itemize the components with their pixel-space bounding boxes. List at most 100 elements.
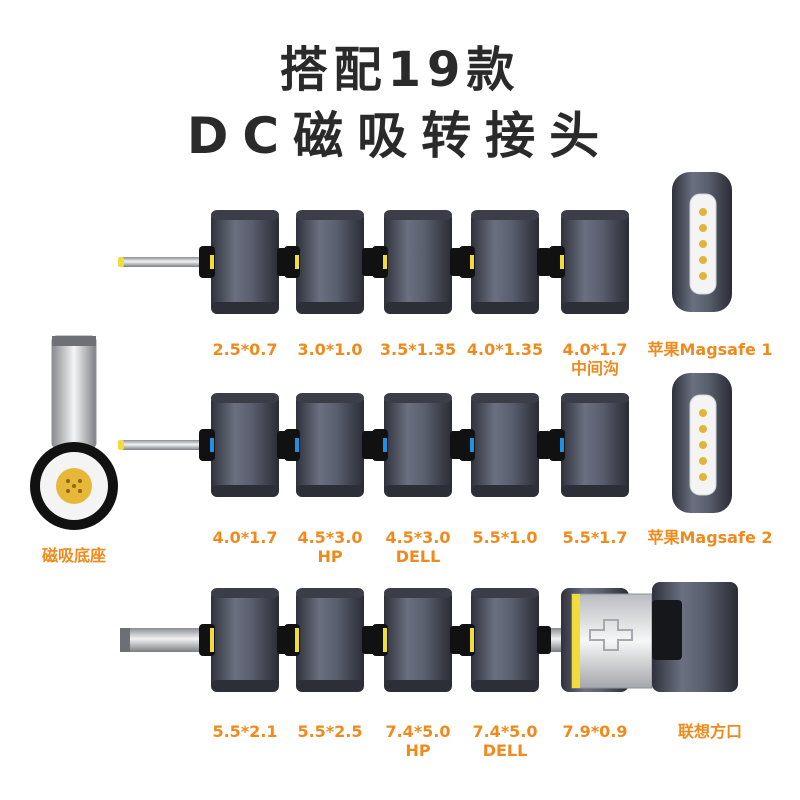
adapter-connector <box>537 431 551 459</box>
tip-brand: HP <box>317 547 343 566</box>
tip-size-label: 5.5*2.5 <box>280 722 380 741</box>
dc-adapter-tip <box>284 393 376 497</box>
dc-adapter-tip <box>284 588 376 692</box>
adapter-collar <box>372 246 388 278</box>
tip-size: 7.4*5.0 <box>472 722 538 741</box>
dc-adapter-tip <box>549 210 629 314</box>
magsafe-pin <box>699 425 707 433</box>
adapter-collar <box>372 429 388 461</box>
dc-pin-tip <box>120 628 130 652</box>
tip-size: 5.5*1.0 <box>472 528 538 547</box>
adapter-bottom-edge <box>561 302 629 314</box>
adapter-bottom-edge <box>384 485 452 497</box>
adapter-collar <box>549 429 565 461</box>
title-line-1: 搭配19款 <box>279 42 521 98</box>
base-contact-dot <box>78 489 82 493</box>
dc-adapter-tip <box>372 393 464 497</box>
magsafe-pin <box>699 409 707 417</box>
adapter-ring <box>560 438 564 452</box>
magsafe-pin <box>699 441 707 449</box>
dc-pin-tip <box>118 257 124 267</box>
base-label: 磁吸底座 <box>41 546 106 565</box>
adapter-body <box>296 393 364 497</box>
adapter-ring <box>210 628 214 652</box>
adapter-body <box>384 393 452 497</box>
tip-size-label: 4.0*1.35 <box>455 340 555 359</box>
adapter-collar <box>459 429 475 461</box>
title-line-2: DC磁吸转接头 <box>186 107 614 165</box>
adapter-bottom-edge <box>471 302 539 314</box>
adapter-bottom-edge <box>296 302 364 314</box>
base-contact-dot <box>78 479 82 483</box>
adapter-bottom-edge <box>211 302 279 314</box>
adapter-top-edge <box>471 393 539 403</box>
tip-size-label: 2.5*0.7 <box>195 340 295 359</box>
adapter-body <box>471 210 539 314</box>
adapter-body <box>211 210 279 314</box>
connector-type-label: 苹果Magsafe 1 <box>647 340 773 359</box>
adapter-top-edge <box>296 393 364 403</box>
tip-size: 5.5*1.7 <box>562 528 628 547</box>
tip-size-label: 5.5*1.0 <box>455 528 555 547</box>
connector-type-label: 联想方口 <box>677 722 742 741</box>
adapter-ring <box>295 438 299 452</box>
dc-adapter-tip <box>199 210 291 314</box>
magsafe-pin <box>699 224 707 232</box>
tip-size: 4.0*1.7 <box>212 528 278 547</box>
tip-size: 3.5*1.35 <box>379 340 457 359</box>
adapter-bottom-edge <box>471 680 539 692</box>
tip-size: 4.0*1.35 <box>466 340 544 359</box>
tip-size: 7.9*0.9 <box>562 722 628 741</box>
adapter-top-edge <box>211 210 279 220</box>
square-plug-pattern <box>589 619 633 651</box>
dc-adapter-tip <box>199 393 291 497</box>
adapter-bottom-edge <box>296 485 364 497</box>
adapter-ring <box>560 255 564 269</box>
base-plug-top <box>52 336 96 346</box>
adapter-bottom-edge <box>211 680 279 692</box>
tip-size: 5.5*2.1 <box>212 722 278 741</box>
adapter-top-edge <box>561 210 629 220</box>
adapter-top-edge <box>471 588 539 598</box>
magsafe-2-connector <box>672 373 732 513</box>
adapter-ring <box>383 628 387 652</box>
adapter-top-edge <box>296 210 364 220</box>
adapter-top-edge <box>211 393 279 403</box>
adapter-body <box>296 210 364 314</box>
adapter-top-edge <box>211 588 279 598</box>
base-plug <box>51 335 97 449</box>
adapter-ring <box>295 628 299 652</box>
tip-size-label: 4.0*1.7 <box>195 528 295 547</box>
lenovo-square-adapter <box>561 582 738 692</box>
square-plug <box>571 593 653 689</box>
adapter-ring <box>383 255 387 269</box>
tip-brand: HP <box>405 741 431 760</box>
dc-adapter-tip <box>372 588 464 692</box>
adapter-ring <box>470 628 474 652</box>
magsafe-pin <box>699 272 707 280</box>
dc-adapter-tip <box>549 393 629 497</box>
tip-brand: DELL <box>482 741 528 760</box>
tip-size: 4.0*1.7 <box>562 340 628 359</box>
adapter-collar <box>549 246 565 278</box>
adapter-collar <box>284 246 300 278</box>
adapter-bottom-edge <box>471 485 539 497</box>
adapter-connector <box>537 626 551 654</box>
adapter-connector <box>537 248 551 276</box>
magsafe-pin <box>699 240 707 248</box>
square-plug-band <box>572 594 580 688</box>
tip-size-label: 5.5*2.1 <box>195 722 295 741</box>
tip-size-label: 7.9*0.9 <box>545 722 645 741</box>
dc-adapter-tip <box>459 588 551 692</box>
adapter-body <box>471 588 539 692</box>
adapter-top-edge <box>384 588 452 598</box>
tip-size: 3.0*1.0 <box>297 340 363 359</box>
adapter-top-edge <box>471 210 539 220</box>
tip-size-label: 3.0*1.0 <box>280 340 380 359</box>
adapter-bottom-edge <box>384 680 452 692</box>
magsafe-pin <box>699 457 707 465</box>
